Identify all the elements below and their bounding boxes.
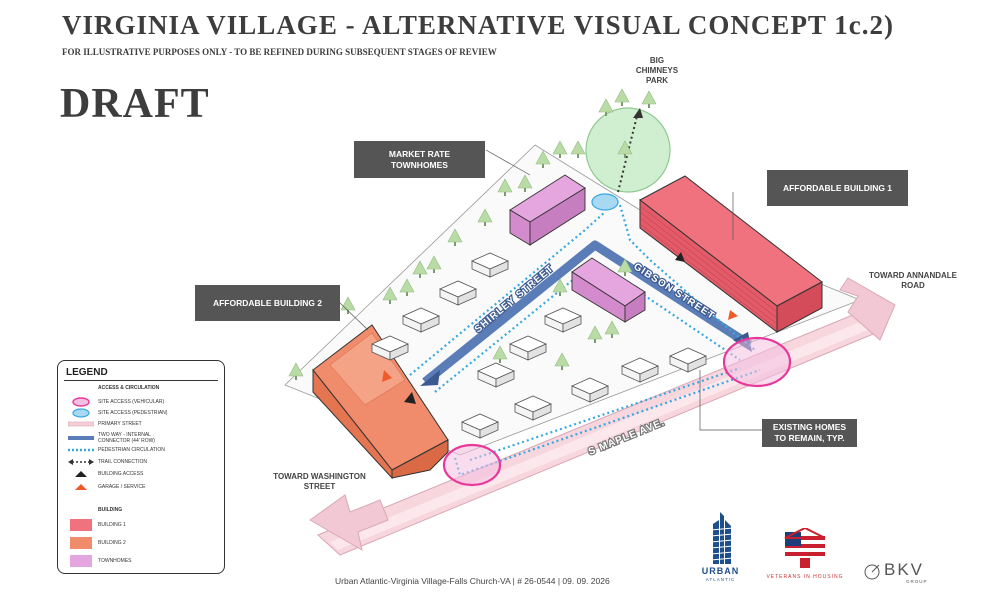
legend-item-garage-service: GARAGE / SERVICE: [68, 483, 145, 491]
legend-item-trail-connection: TRAIL CONNECTION: [68, 459, 147, 465]
veterans-in-housing-logo: VETERANS IN HOUSING: [760, 526, 850, 583]
affordable-building-2: [312, 324, 449, 480]
building-access-marker: [404, 392, 416, 404]
legend-item-site-vehicular: SITE ACCESS (VEHICULAR): [68, 397, 164, 407]
legend-item-building-2: BUILDING 2: [68, 537, 126, 549]
arrow-toward-washington: [309, 494, 389, 552]
affordable-building-1-callout: AFFORDABLE BUILDING 1: [767, 170, 908, 206]
market-townhomes-callout: MARKET RATE TOWNHOMES: [354, 141, 485, 178]
affordable-building-1: [639, 175, 823, 334]
townhomes-north: [509, 174, 586, 246]
page-subtitle: FOR ILLUSTRATIVE PURPOSES ONLY - TO BE R…: [62, 47, 497, 57]
legend-item-building-access: BUILDING ACCESS: [68, 470, 143, 478]
garage-service-marker: [728, 310, 738, 320]
internal-connector-street: [422, 240, 753, 386]
legend-access-heading: ACCESS & CIRCULATION: [98, 385, 160, 391]
urban-atlantic-logo: URBAN ATLANTIC: [693, 510, 748, 585]
legend-item-townhomes: TOWNHOMES: [68, 555, 132, 567]
annandale-label: TOWARD ANNANDALE ROAD: [869, 271, 957, 290]
legend-item-internal-connector: TWO WAY - INTERNAL CONNECTOR (44' ROW): [68, 432, 198, 444]
legend-title: LEGEND: [66, 367, 108, 378]
arrow-toward-annandale: [839, 277, 896, 341]
garage-service-marker: [382, 370, 392, 382]
page-title: VIRGINIA VILLAGE - ALTERNATIVE VISUAL CO…: [62, 10, 894, 40]
legend: LEGEND ACCESS & CIRCULATION SITE ACCESS …: [57, 360, 225, 574]
site-access-vehicular-east: [722, 336, 792, 388]
washington-label: TOWARD WASHINGTON STREET: [273, 472, 366, 491]
site-access-pedestrian-north: [591, 193, 619, 211]
building-access-marker: [675, 252, 685, 262]
legend-item-primary-street: PRIMARY STREET: [68, 421, 142, 427]
park-label: BIG CHIMNEYS PARK: [635, 56, 679, 85]
draft-watermark: DRAFT: [60, 81, 210, 127]
legend-item-pedestrian-circulation: PEDESTRIAN CIRCULATION: [68, 447, 165, 453]
legend-item-site-pedestrian: SITE ACCESS (PEDESTRIAN): [68, 408, 167, 418]
legend-building-heading: BUILDING: [98, 507, 123, 513]
existing-homes-callout: EXISTING HOMES TO REMAIN, TYP.: [762, 419, 857, 447]
townhomes-center: [571, 257, 646, 323]
legend-item-building-1: BUILDING 1: [68, 519, 126, 531]
affordable-building-2-callout: AFFORDABLE BUILDING 2: [195, 285, 340, 321]
footer-project-info: Urban Atlantic-Virginia Village-Falls Ch…: [335, 576, 610, 586]
site-access-vehicular-west: [442, 443, 502, 487]
bkv-group-logo: BKV GROUP: [862, 560, 942, 590]
